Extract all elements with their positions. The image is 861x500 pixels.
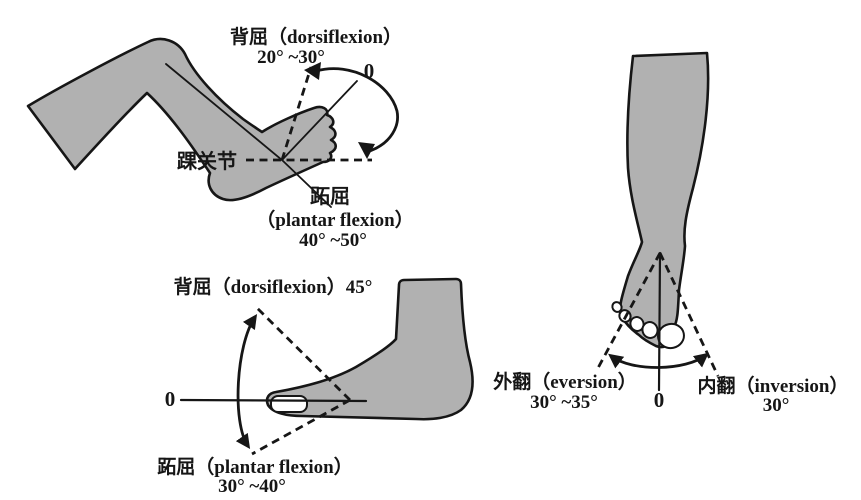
dorsiflexion-arrowhead — [304, 62, 321, 80]
panel-foot-front-view: 外翻（eversion） 30° ~35° 0 内翻（inversion） 30… — [493, 51, 849, 416]
inversion-label: 内翻（inversion） — [698, 374, 849, 397]
foot-silhouette — [265, 277, 474, 421]
rom-arc-arrow — [608, 352, 709, 369]
horizontal-axis-line — [179, 398, 368, 403]
neutral-axis-line — [281, 80, 358, 161]
dorsiflexion-range: 20° ~30° — [257, 47, 325, 68]
inversion-range: 30° — [763, 395, 790, 416]
plantarflexion-label-en: （plantar flexion） — [256, 208, 413, 231]
toe — [641, 321, 659, 339]
neutral-zero-label: 0 — [165, 387, 176, 411]
dorsiflexion-label: 背屈（dorsiflexion）45° — [174, 275, 373, 298]
eversion-label: 外翻（eversion） — [493, 370, 637, 393]
ankle-joint-label: 踝关节 — [177, 149, 237, 173]
dorsiflexion-dashed-line — [280, 66, 313, 161]
dorsiflexion-dashed-line — [256, 307, 351, 401]
leg-foot-silhouette — [618, 51, 710, 349]
panel-foot-side-view: 背屈（dorsiflexion）45° 0 跖屈（plantar flexion… — [157, 275, 474, 497]
plantarflexion-dashed-line — [251, 398, 351, 456]
plantarflexion-label: 跖屈 — [310, 185, 350, 208]
rom-arc-arrow — [314, 67, 399, 153]
neutral-zero-label: 0 — [364, 59, 375, 83]
rom-arc-arrow — [235, 313, 258, 449]
panel-ankle-side-view: 背屈（dorsiflexion） 20° ~30° 0 踝关节 跖屈 （plan… — [26, 25, 414, 251]
leg-foot-silhouette — [26, 37, 338, 202]
toe — [611, 301, 623, 313]
eversion-dashed-line — [596, 252, 662, 369]
plantarflexion-arrowhead — [358, 142, 375, 159]
toe — [629, 316, 645, 332]
plantarflexion-range: 40° ~50° — [299, 230, 367, 251]
big-toe — [270, 395, 308, 413]
vertical-axis-line — [657, 251, 662, 392]
plantarflexion-range: 30° ~40° — [218, 476, 286, 497]
eversion-range: 30° ~35° — [530, 392, 598, 413]
neutral-zero-label: 0 — [654, 388, 665, 412]
dorsiflexion-label: 背屈（dorsiflexion） — [230, 25, 402, 48]
plantarflexion-label: 跖屈（plantar flexion） — [157, 455, 352, 478]
